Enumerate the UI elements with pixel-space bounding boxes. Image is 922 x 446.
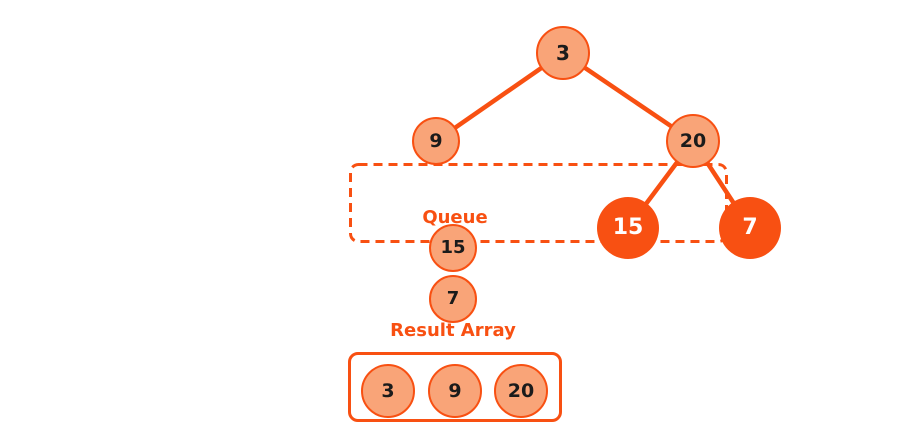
result-array-box — [348, 352, 562, 422]
queue-box — [349, 163, 728, 243]
tree-node-9: 9 — [412, 117, 460, 165]
queue-node-15: 15 — [429, 224, 477, 272]
queue-label: Queue — [422, 207, 488, 228]
result-array-label: Result Array — [390, 320, 516, 341]
result-node-20: 20 — [494, 364, 548, 418]
queue-node-7: 7 — [429, 275, 477, 323]
tree-node-7: 7 — [719, 197, 781, 259]
result-node-3: 3 — [361, 364, 415, 418]
tree-node-15: 15 — [597, 197, 659, 259]
tree-node-20: 20 — [666, 114, 720, 168]
tree-node-3: 3 — [536, 26, 590, 80]
result-node-9: 9 — [428, 364, 482, 418]
